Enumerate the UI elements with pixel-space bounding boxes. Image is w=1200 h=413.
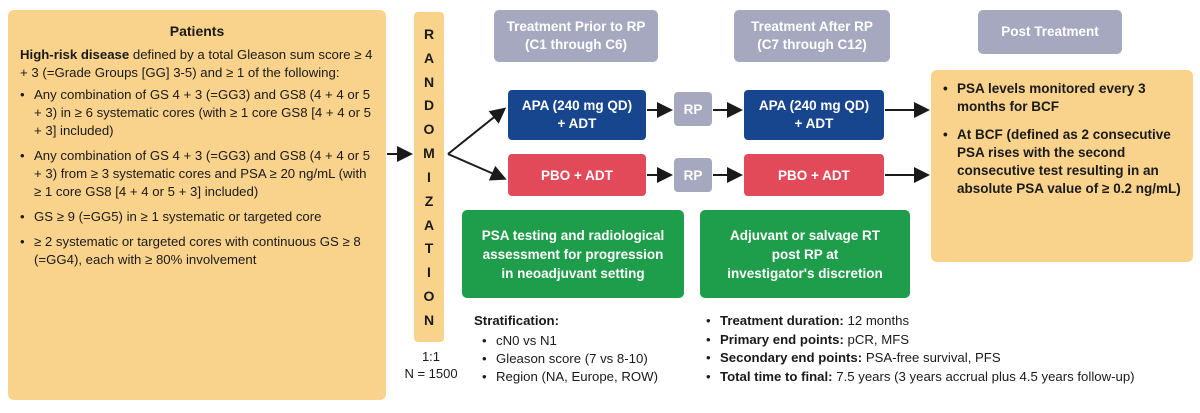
- detail-label: Treatment duration:: [720, 313, 844, 328]
- post-treatment-list: PSA levels monitored every 3 months for …: [941, 80, 1183, 198]
- psa-testing-box: PSA testing and radiological assessment …: [462, 210, 684, 298]
- randomization-letter: I: [427, 168, 431, 185]
- detail-value: PSA-free survival, PFS: [862, 350, 1001, 365]
- rp-box-pbo: RP: [674, 158, 712, 192]
- pbo-arm-after-box: PBO + ADT: [744, 154, 884, 196]
- adjuvant-rt-line: post RP at: [771, 246, 839, 262]
- adjuvant-rt-box: Adjuvant or salvage RT post RP at invest…: [700, 210, 910, 298]
- rp-label: RP: [683, 167, 703, 183]
- psa-testing-line: in neoadjuvant setting: [501, 265, 645, 281]
- stratification-item: Gleason score (7 vs 8-10): [482, 350, 694, 368]
- apa-arm-prior-box: APA (240 mg QD) + ADT: [508, 90, 646, 140]
- detail-item: Primary end points: pCR, MFS: [706, 331, 1194, 350]
- header-after-line2: (C7 through C12): [757, 37, 867, 52]
- patients-criteria-list: Any combination of GS 4 + 3 (=GG3) and G…: [20, 86, 374, 269]
- randomization-letter: A: [423, 216, 435, 233]
- study-details-section: Treatment duration: 12 months Primary en…: [706, 312, 1194, 386]
- patients-title: Patients: [169, 23, 225, 39]
- randomization-letter: R: [423, 25, 435, 42]
- patients-intro-bold: High-risk disease: [20, 47, 130, 62]
- pbo-arm-prior-box: PBO + ADT: [508, 154, 646, 196]
- randomization-letter: O: [423, 288, 435, 305]
- patients-panel: Patients High-risk disease defined by a …: [8, 10, 386, 400]
- detail-label: Secondary end points:: [720, 350, 863, 365]
- header-after-line1: Treatment After RP: [751, 19, 873, 34]
- apa-arm-after-box: APA (240 mg QD) + ADT: [744, 90, 884, 140]
- post-treatment-item: At BCF (defined as 2 consecutive PSA ris…: [941, 126, 1183, 198]
- rp-label: RP: [683, 101, 703, 117]
- randomization-letter: D: [423, 97, 435, 114]
- rp-box-apa: RP: [674, 92, 712, 126]
- patients-criterion: GS ≥ 9 (=GG5) in ≥ 1 systematic or targe…: [20, 208, 374, 226]
- detail-value: 7.5 years (3 years accrual plus 4.5 year…: [832, 368, 1135, 384]
- stratification-section: Stratification: cN0 vs N1 Gleason score …: [474, 312, 694, 386]
- post-treatment-panel: PSA levels monitored every 3 months for …: [931, 70, 1193, 262]
- randomization-letter: T: [424, 240, 434, 257]
- pbo-label: PBO + ADT: [541, 167, 613, 183]
- detail-label: Primary end points:: [720, 331, 844, 347]
- randomization-letter: Z: [424, 192, 434, 209]
- psa-testing-line: PSA testing and radiological: [481, 227, 665, 243]
- detail-item: Secondary end points: PSA-free survival,…: [706, 349, 1194, 368]
- stratification-item: Region (NA, Europe, ROW): [482, 368, 694, 386]
- arrow-randomization-to-apa: [447, 107, 507, 155]
- header-prior-line2: (C1 through C6): [525, 37, 627, 52]
- post-treatment-item: PSA levels monitored every 3 months for …: [941, 80, 1183, 116]
- patients-intro: High-risk disease defined by a total Gle…: [20, 46, 374, 82]
- pbo-label: PBO + ADT: [778, 167, 850, 183]
- detail-item: Total time to final: 7.5 years (3 years …: [706, 368, 1194, 387]
- detail-label: Total time to final:: [720, 368, 833, 384]
- detail-value: 12 months: [843, 313, 910, 328]
- patients-criterion: ≥ 2 systematic or targeted cores with co…: [20, 233, 374, 269]
- patients-criterion: Any combination of GS 4 + 3 (=GG3) and G…: [20, 147, 374, 201]
- randomization-ratio: 1:1 N = 1500: [396, 348, 466, 382]
- arrow-randomization-to-pbo: [447, 153, 507, 181]
- header-treatment-after: Treatment After RP (C7 through C12): [734, 10, 890, 62]
- apa-line1: APA (240 mg QD): [758, 98, 870, 113]
- header-prior-line1: Treatment Prior to RP: [506, 19, 646, 34]
- sample-size-text: N = 1500: [404, 366, 458, 381]
- apa-line1: APA (240 mg QD): [521, 98, 633, 113]
- header-treatment-prior: Treatment Prior to RP (C1 through C6): [494, 10, 658, 62]
- stratification-list: cN0 vs N1 Gleason score (7 vs 8-10) Regi…: [474, 332, 694, 386]
- randomization-letter: I: [427, 264, 431, 281]
- apa-line2: + ADT: [557, 116, 597, 131]
- apa-line2: + ADT: [794, 116, 834, 131]
- randomization-letter: N: [423, 73, 435, 90]
- randomization-letter: M: [423, 145, 435, 162]
- header-post-treatment: Post Treatment: [978, 10, 1122, 54]
- header-post-text: Post Treatment: [1001, 24, 1099, 39]
- detail-value: pCR, MFS: [843, 331, 910, 347]
- randomization-bar: R A N D O M I Z A T I O N: [414, 12, 444, 342]
- patients-intro-text: defined by a total Gleason sum score ≥ 4…: [20, 47, 373, 80]
- patients-criterion: Any combination of GS 4 + 3 (=GG3) and G…: [20, 86, 374, 140]
- stratification-item: cN0 vs N1: [482, 332, 694, 350]
- study-details-list: Treatment duration: 12 months Primary en…: [706, 312, 1194, 386]
- randomization-letter: N: [423, 311, 435, 328]
- stratification-title: Stratification:: [474, 313, 559, 328]
- adjuvant-rt-line: Adjuvant or salvage RT: [729, 227, 881, 243]
- psa-testing-line: assessment for progression: [482, 246, 664, 262]
- detail-item: Treatment duration: 12 months: [706, 312, 1194, 331]
- randomization-letter: A: [423, 49, 435, 66]
- adjuvant-rt-line: investigator's discretion: [727, 265, 883, 281]
- ratio-text: 1:1: [421, 349, 441, 364]
- randomization-letter: O: [423, 121, 435, 138]
